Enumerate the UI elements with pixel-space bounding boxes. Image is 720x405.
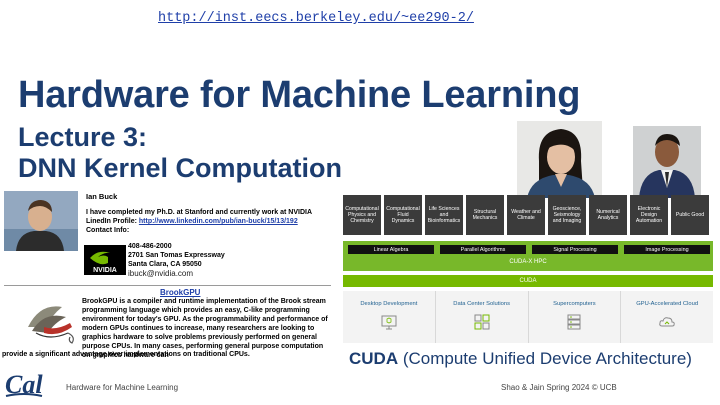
platform-label: Supercomputers xyxy=(553,301,596,307)
footer-credits: Shao & Jain Spring 2024 © UCB xyxy=(501,383,617,392)
domain-tile: Public Good xyxy=(671,195,709,235)
nvidia-logo-text: NVIDIA xyxy=(93,267,117,274)
domain-tile: Numerical Analytics xyxy=(589,195,627,235)
domain-tile: Structural Mechanics xyxy=(466,195,504,235)
platform-label: GPU-Accelerated Cloud xyxy=(636,301,699,307)
platforms-layer: Desktop Development Data Center Solution… xyxy=(343,291,713,343)
application-domains: Computational Physics and Chemistry Comp… xyxy=(343,195,709,235)
brookgpu-description-end: provide a significant advantage over imp… xyxy=(2,351,250,358)
cuda-x-hpc-layer: Linear Algebra Parallel Algorithms Signa… xyxy=(343,241,713,271)
divider-line xyxy=(4,285,331,286)
cuda-stack-diagram: Computational Physics and Chemistry Comp… xyxy=(343,195,713,343)
lecture-heading: Lecture 3: DNN Kernel Computation xyxy=(18,122,342,184)
server-rack-icon xyxy=(567,314,581,330)
platform-cloud: GPU-Accelerated Cloud xyxy=(621,291,713,343)
lecture-number: Lecture 3: xyxy=(18,122,148,152)
linkedin-line: LinedIn Profile: http://www.linkedin.com… xyxy=(86,217,330,226)
library-tile: Linear Algebra xyxy=(348,245,434,254)
cuda-x-hpc-label: CUDA-X HPC xyxy=(509,259,547,265)
street-address: 2701 San Tomas Expressway xyxy=(128,252,225,259)
phone-number: 408-486-2000 xyxy=(128,243,172,250)
desktop-icon xyxy=(381,315,397,330)
library-tile: Image Processing xyxy=(624,245,710,254)
ian-buck-bio: I have completed my Ph.D. at Stanford an… xyxy=(86,208,330,235)
cuda-caption-rest: (Compute Unified Device Architecture) xyxy=(398,349,692,368)
instructor-photo-right xyxy=(633,126,701,198)
domain-tile: Life Sciences and Bioinformatics xyxy=(425,195,463,235)
brookgpu-link[interactable]: BrookGPU xyxy=(160,288,201,297)
cuda-layer: CUDA xyxy=(343,275,713,287)
nvidia-logo: NVIDIA xyxy=(84,245,126,275)
datacenter-icon xyxy=(474,314,490,330)
platform-desktop: Desktop Development xyxy=(343,291,436,343)
fly-lure-image xyxy=(22,297,80,347)
brookgpu-description: BrookGPU is a compiler and runtime imple… xyxy=(82,298,328,359)
slide-title: Hardware for Machine Learning xyxy=(18,74,581,116)
course-url-link[interactable]: http://inst.eecs.berkeley.edu/~ee290-2/ xyxy=(158,11,474,26)
platform-label: Desktop Development xyxy=(360,301,418,307)
ian-buck-name: Ian Buck xyxy=(86,192,118,201)
cloud-icon xyxy=(659,317,675,327)
platform-label: Data Center Solutions xyxy=(453,301,510,307)
cal-logo: Cal xyxy=(4,366,44,400)
domain-tile: Electronic Design Automation xyxy=(630,195,668,235)
ian-buck-card: Ian Buck I have completed my Ph.D. at St… xyxy=(4,189,330,282)
contact-label: Contact Info: xyxy=(86,227,130,234)
library-tile: Signal Processing xyxy=(532,245,618,254)
bio-text: I have completed my Ph.D. at Stanford an… xyxy=(86,209,312,216)
footer-course-name: Hardware for Machine Learning xyxy=(66,383,179,392)
city-address: Santa Clara, CA 95050 xyxy=(128,261,202,268)
contact-address: 408-486-2000 2701 San Tomas Expressway S… xyxy=(128,242,225,269)
domain-tile: Weather and Climate xyxy=(507,195,545,235)
domain-tile: Computational Fluid Dynamics xyxy=(384,195,422,235)
domain-tile: Computational Physics and Chemistry xyxy=(343,195,381,235)
linkedin-label: LinedIn Profile: xyxy=(86,218,139,225)
email-address: ibuck@nvidia.com xyxy=(128,269,194,278)
lecture-topic: DNN Kernel Computation xyxy=(18,153,342,183)
platform-datacenter: Data Center Solutions xyxy=(436,291,529,343)
instructor-photo-left xyxy=(517,121,602,198)
domain-tile: Geoscience, Seismology and Imaging xyxy=(548,195,586,235)
cuda-caption: CUDA (Compute Unified Device Architectur… xyxy=(349,349,692,369)
library-tile: Parallel Algorithms xyxy=(440,245,526,254)
linkedin-link[interactable]: http://www.linkedin.com/pub/ian-buck/15/… xyxy=(138,218,298,225)
platform-supercomputers: Supercomputers xyxy=(529,291,622,343)
ian-buck-photo xyxy=(4,191,78,251)
cuda-caption-bold: CUDA xyxy=(349,349,399,368)
library-row: Linear Algebra Parallel Algorithms Signa… xyxy=(348,245,710,254)
